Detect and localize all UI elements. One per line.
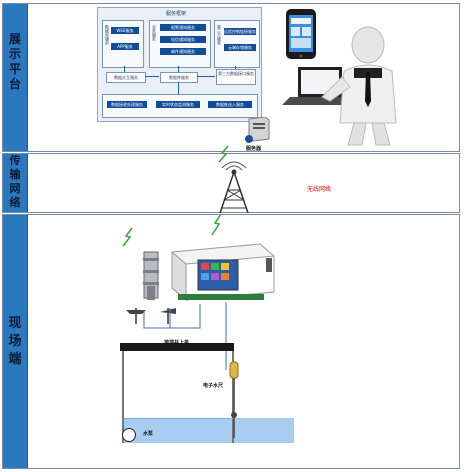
email-notify-button: 邮件通知服务 bbox=[160, 48, 206, 55]
arrow bbox=[145, 76, 159, 77]
well-cover bbox=[120, 343, 234, 351]
person-figure-icon bbox=[321, 26, 397, 146]
rain-gauge-icon bbox=[143, 251, 159, 300]
app-service-button: APP服务 bbox=[111, 43, 139, 50]
wireless-signal-icon bbox=[122, 227, 133, 247]
cloud-storage-button: 云端存储服务 bbox=[224, 44, 256, 51]
section-label-field: 现 场 端 bbox=[8, 316, 22, 367]
remote-control-button: 远程控制链接服务 bbox=[224, 28, 256, 35]
wireless-network-label: 无线网络 bbox=[307, 186, 332, 193]
server-icon bbox=[245, 117, 270, 143]
well-top-label: 地埋井上盖 bbox=[164, 340, 190, 346]
pump-label: 水泵 bbox=[143, 431, 154, 437]
transmission-network-section: 传 输 网 络 bbox=[2, 153, 460, 213]
server-label: 服务器 bbox=[246, 146, 262, 152]
arrow bbox=[197, 76, 215, 77]
wireless-signal-icon bbox=[218, 145, 229, 163]
section-label-display: 展 示 平 台 bbox=[8, 32, 21, 91]
data-logger-icon bbox=[171, 243, 275, 302]
database-box: 数据库服务 bbox=[160, 72, 198, 83]
data-push-button: 数据推送入服务 bbox=[208, 101, 252, 108]
display-platform-section: 展 示 平 台 bbox=[2, 3, 460, 152]
devices-illustration bbox=[282, 9, 397, 146]
water-body-outer bbox=[234, 418, 294, 443]
level-gauge-label: 电子水尺 bbox=[203, 383, 224, 389]
arrow bbox=[235, 66, 236, 69]
section-bar: 传 输 网 络 bbox=[3, 154, 28, 212]
arrow bbox=[124, 66, 125, 72]
connection-lines bbox=[143, 302, 227, 370]
well-wall-right bbox=[232, 351, 234, 443]
section-label-network: 传 输 网 络 bbox=[9, 154, 21, 209]
center-group-label: 业务服务 bbox=[152, 25, 157, 41]
anemometer-icon bbox=[126, 308, 176, 324]
arrow bbox=[178, 66, 179, 72]
data-receive-button: 数据接收处理服务 bbox=[107, 101, 147, 108]
well-wall-left bbox=[122, 351, 124, 443]
section-bar: 展 示 平 台 bbox=[3, 4, 28, 151]
right-group-label: 第三方服务 bbox=[217, 25, 222, 45]
smartphone-icon bbox=[286, 9, 316, 59]
arrow bbox=[178, 82, 179, 94]
service-architecture-diagram: 服务框架 数据库服务 WEB服务 APP服务 业务服务 报警通知服务 短信通知服… bbox=[97, 7, 262, 122]
pump-icon bbox=[122, 428, 136, 442]
third-party-interface-box: 第三方数据接口服务 bbox=[216, 69, 256, 85]
alarm-notify-button: 报警通知服务 bbox=[160, 24, 206, 31]
field-section: 现 场 端 bbox=[2, 214, 460, 469]
water-surface-line bbox=[124, 418, 294, 419]
water-level-gauge-icon bbox=[229, 361, 239, 438]
transmission-tower-icon bbox=[219, 161, 249, 214]
water-body bbox=[124, 418, 232, 443]
left-group-label: 数据库服务 bbox=[105, 25, 110, 45]
architecture-title: 服务框架 bbox=[166, 11, 187, 17]
status-monitor-button: 实时状态监测服务 bbox=[156, 101, 200, 108]
web-service-button: WEB服务 bbox=[111, 27, 139, 34]
section-bar: 现 场 端 bbox=[3, 215, 28, 468]
sms-notify-button: 短信通知服务 bbox=[160, 36, 206, 43]
data-exchange-box: 数据交互服务 bbox=[106, 72, 146, 83]
wireless-signal-icon bbox=[211, 213, 222, 236]
